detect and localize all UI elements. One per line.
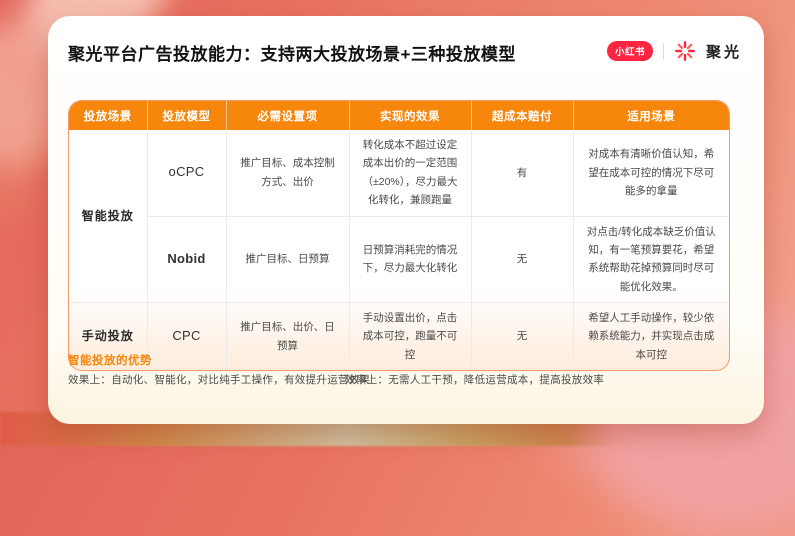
juguang-logo-text: 聚光 [705,43,742,61]
model-cpc: CPC [146,302,226,371]
juguang-starburst-icon [674,40,696,62]
settings-ocpc: 推广目标、成本控制方式、出价 [225,130,349,217]
settings-cpc: 推广目标、出价、日预算 [225,302,349,371]
scene-manual-placement: 手动投放 [81,329,134,344]
advantage-effect-line: 效果上：自动化、智能化，对比纯手工操作，有效提升运营效果 [68,374,371,386]
header-placement-scene: 投放场景 [69,101,147,130]
usage-cpc: 希望人工手动操作，较少依赖系统能力，并实现点击成本可控 [572,302,729,371]
header-over-cost-compensation: 超成本赔付 [470,101,573,130]
table-header-row: 投放场景 投放模型 必需设置项 实现的效果 超成本赔付 适用场景 [69,101,729,130]
xiaohongshu-logo-badge: 小红书 [606,41,653,61]
usage-nobid: 对点击/转化成本缺乏价值认知，有一笔预算要花，希望系统帮助花掉预算同时尽可能优化… [572,216,729,303]
compensation-cpc: 无 [470,302,573,371]
header-applicable-scene: 适用场景 [572,101,729,130]
header-achieved-effect: 实现的效果 [348,101,471,130]
advantage-efficiency-line: 效率上：无需人工干预，降低运营成本，提高投放效率 [345,374,605,386]
settings-nobid: 推广目标、日预算 [225,216,349,303]
placement-capability-table: 投放场景 投放模型 必需设置项 实现的效果 超成本赔付 适用场景 智能投放 oC… [68,100,730,372]
table-row-ocpc: 智能投放 oCPC 推广目标、成本控制方式、出价 转化成本不超过设定成本出价的一… [69,130,729,303]
effect-cpc: 手动设置出价，点击成本可控，跑量不可控 [348,302,471,371]
model-ocpc: oCPC [146,130,226,217]
compensation-ocpc: 有 [470,130,573,217]
compensation-nobid: 无 [470,216,573,303]
effect-nobid: 日预算消耗完的情况下，尽力最大化转化 [348,216,471,303]
effect-ocpc: 转化成本不超过设定成本出价的一定范围（±20%），尽力最大化转化，兼顾跑量 [348,130,471,217]
header-placement-model: 投放模型 [146,101,226,130]
advantages-title: 智能投放的优势 [68,355,152,367]
logo-divider [662,43,664,59]
page-title: 聚光平台广告投放能力：支持两大投放场景+三种投放模型 [68,45,516,64]
header-required-settings: 必需设置项 [225,101,349,130]
model-nobid: Nobid [146,216,226,303]
table-row-cpc: 手动投放 CPC 推广目标、出价、日预算 手动设置出价，点击成本可控，跑量不可控… [69,302,729,371]
scene-smart-placement: 智能投放 [69,130,147,303]
table-row-nobid: Nobid 推广目标、日预算 日预算消耗完的情况下，尽力最大化转化 无 对点击/… [69,216,729,303]
slide-card: 聚光平台广告投放能力：支持两大投放场景+三种投放模型 小红书 聚光 [48,16,764,424]
brand-logos: 小红书 聚光 [606,40,742,62]
usage-ocpc: 对成本有清晰价值认知，希望在成本可控的情况下尽可能多的拿量 [572,130,729,217]
decorative-blob-top-left-deep [0,60,50,220]
